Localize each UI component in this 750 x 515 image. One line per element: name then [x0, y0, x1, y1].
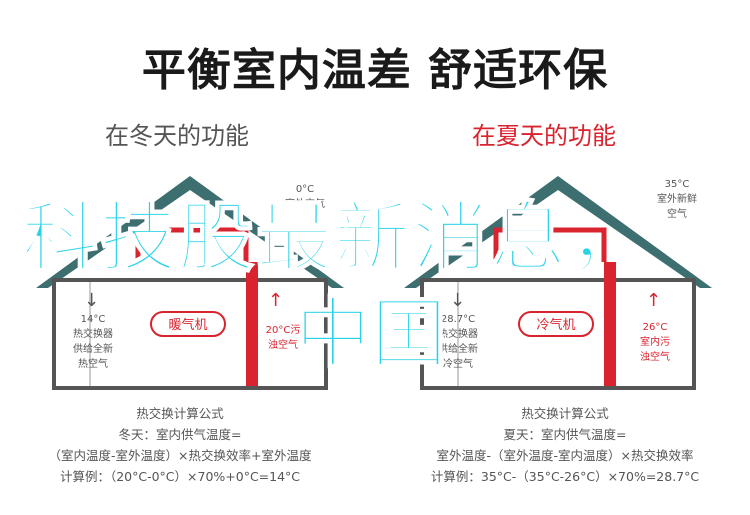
winter-wall [52, 278, 328, 390]
winter-formula-line3: 计算例：（20°C-0°C）×70%+0°C=14°C [59, 469, 301, 484]
up-arrow-icon: ↑ [646, 290, 662, 311]
overlay-headline: 科技股最新消息， [21, 192, 646, 283]
summer-outside-air1: 室外新鲜 [657, 194, 697, 205]
winter-heading: 在冬天的功能 [105, 122, 249, 150]
ac-device-label: 冷气机 [518, 311, 594, 337]
summer-formula-line3: 计算例：35°C-（35°C-26°C）×70%=28.7°C [430, 469, 700, 484]
winter-red-duct [246, 262, 258, 386]
winter-supply-desc2: 供给全新 [73, 344, 113, 355]
winter-supply-desc1: 热交换器 [73, 329, 113, 340]
summer-supply-desc3: 冷空气 [443, 359, 473, 370]
summer-supply-desc1: 热交换器 [438, 329, 478, 340]
summer-supply-temp: 28.7°C [440, 314, 476, 325]
winter-formula-title: 热交换计算公式 [136, 406, 224, 421]
up-arrow-icon: ↑ [268, 290, 284, 311]
heater-device-label: 暖气机 [150, 311, 226, 337]
summer-heading: 在夏天的功能 [472, 122, 616, 150]
winter-supply-desc3: 热空气 [78, 359, 108, 370]
summer-supply-desc2: 供给全新 [438, 344, 478, 355]
overlay-subtext: 中国 [294, 288, 448, 379]
winter-outside-temp: 0°C [295, 184, 315, 195]
summer-formula: 热交换计算公式 夏天：室内供气温度= 室外温度-（室外温度-室内温度）×热交换效… [400, 403, 730, 487]
winter-exhaust-temp: 20°C污 [265, 325, 301, 336]
winter-red-flow [135, 227, 249, 262]
winter-supply-temp: 14°C [80, 314, 106, 325]
winter-formula-line1: 冬天：室内供气温度= [118, 427, 242, 442]
summer-formula-title: 热交换计算公式 [521, 406, 609, 421]
summer-red-duct [604, 262, 616, 386]
summer-house-diagram [404, 176, 712, 390]
down-arrow-icon: ↓ [84, 290, 100, 311]
main-title: 平衡室内温差 舒适环保 [141, 45, 609, 96]
summer-outside-temp: 35°C [664, 179, 690, 190]
winter-house-diagram [36, 176, 344, 390]
winter-formula-line2: （室内温度-室外温度）×热交换效率+室外温度 [48, 448, 312, 463]
winter-outside-air: 室外空气 [285, 199, 325, 210]
summer-formula-line1: 夏天：室内供气温度= [503, 427, 627, 442]
summer-red-flow [493, 227, 607, 262]
summer-wall [420, 278, 696, 390]
summer-outside-air2: 空气 [667, 209, 687, 220]
down-arrow-icon: ↓ [450, 290, 466, 311]
summer-formula-line2: 室外温度-（室外温度-室内温度）×热交换效率 [436, 448, 694, 463]
summer-exhaust-air2: 浊空气 [640, 352, 670, 363]
summer-exhaust-air1: 室内污 [640, 337, 670, 348]
winter-formula: 热交换计算公式 冬天：室内供气温度= （室内温度-室外温度）×热交换效率+室外温… [20, 403, 340, 487]
summer-exhaust-temp: 26°C [642, 322, 668, 333]
winter-exhaust-air: 浊空气 [268, 340, 298, 351]
